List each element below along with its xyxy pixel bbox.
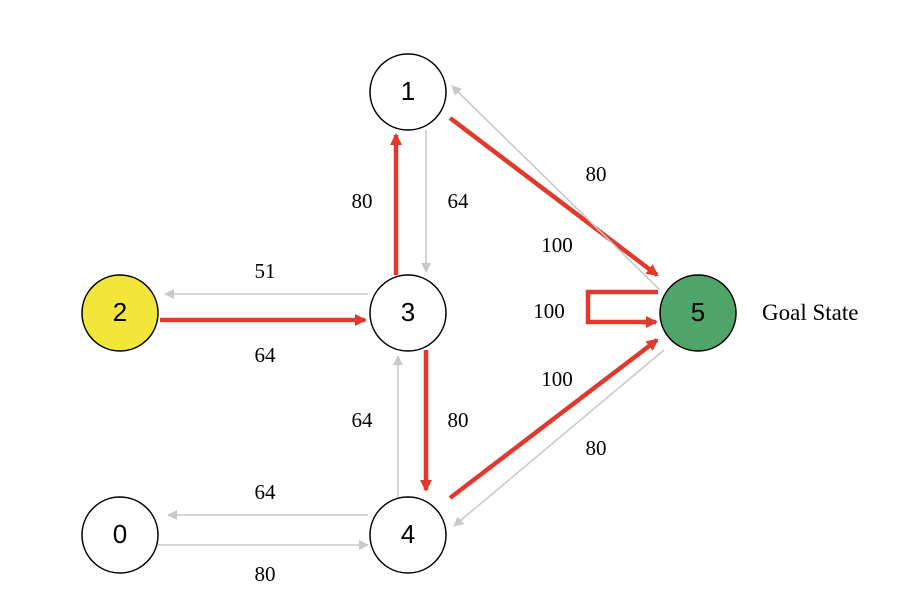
edges-layer (158, 85, 665, 550)
edge-5-to-4 (453, 349, 665, 527)
edge-weight-5-to-5: 100 (533, 299, 565, 323)
state-node-4: 4 (369, 496, 447, 574)
edge-5-to-1 (451, 85, 661, 291)
state-node-3: 3 (369, 274, 447, 352)
edge-weight-5-to-1: 80 (586, 162, 607, 186)
state-node-1: 1 (369, 53, 447, 131)
state-circle-5 (659, 274, 737, 352)
state-node-2: 2 (81, 274, 159, 352)
edge-5-to-5 (585, 289, 658, 328)
edge-weight-3-to-4: 80 (448, 408, 469, 432)
nodes-layer: 0 1 2 3 4 5 (81, 53, 737, 574)
state-label-0: 0 (113, 519, 127, 549)
edge-weight-3-to-2: 51 (255, 259, 276, 283)
edge-weight-3-to-1: 80 (352, 189, 373, 213)
edge-weight-5-to-4: 80 (586, 436, 607, 460)
edge-weight-4-to-0: 64 (255, 480, 277, 504)
edge-1-to-5 (448, 116, 659, 277)
state-label-2: 2 (113, 297, 127, 327)
goal-state-label: Goal State (762, 300, 858, 325)
edge-weight-1-to-3: 64 (448, 189, 470, 213)
edge-weight-4-to-5: 100 (541, 367, 573, 391)
state-circle-4 (369, 496, 447, 574)
state-circle-3 (369, 274, 447, 352)
edge-labels-layer: 100 80 80 64 51 64 100 64 80 100 80 64 80 (255, 162, 607, 586)
state-label-4: 4 (401, 519, 415, 549)
state-node-5: 5 (659, 274, 737, 352)
state-circle-1 (369, 53, 447, 131)
state-circle-2 (81, 274, 159, 352)
state-node-0: 0 (81, 496, 159, 574)
edge-4-to-5 (448, 338, 659, 500)
state-circle-0 (81, 496, 159, 574)
state-label-3: 3 (401, 297, 415, 327)
state-label-1: 1 (401, 76, 415, 106)
edge-weight-2-to-3: 64 (255, 343, 277, 367)
state-label-5: 5 (691, 297, 705, 327)
edge-weight-4-to-3: 64 (352, 408, 374, 432)
edge-weight-1-to-5: 100 (541, 233, 573, 257)
edge-weight-0-to-4: 80 (255, 562, 276, 586)
